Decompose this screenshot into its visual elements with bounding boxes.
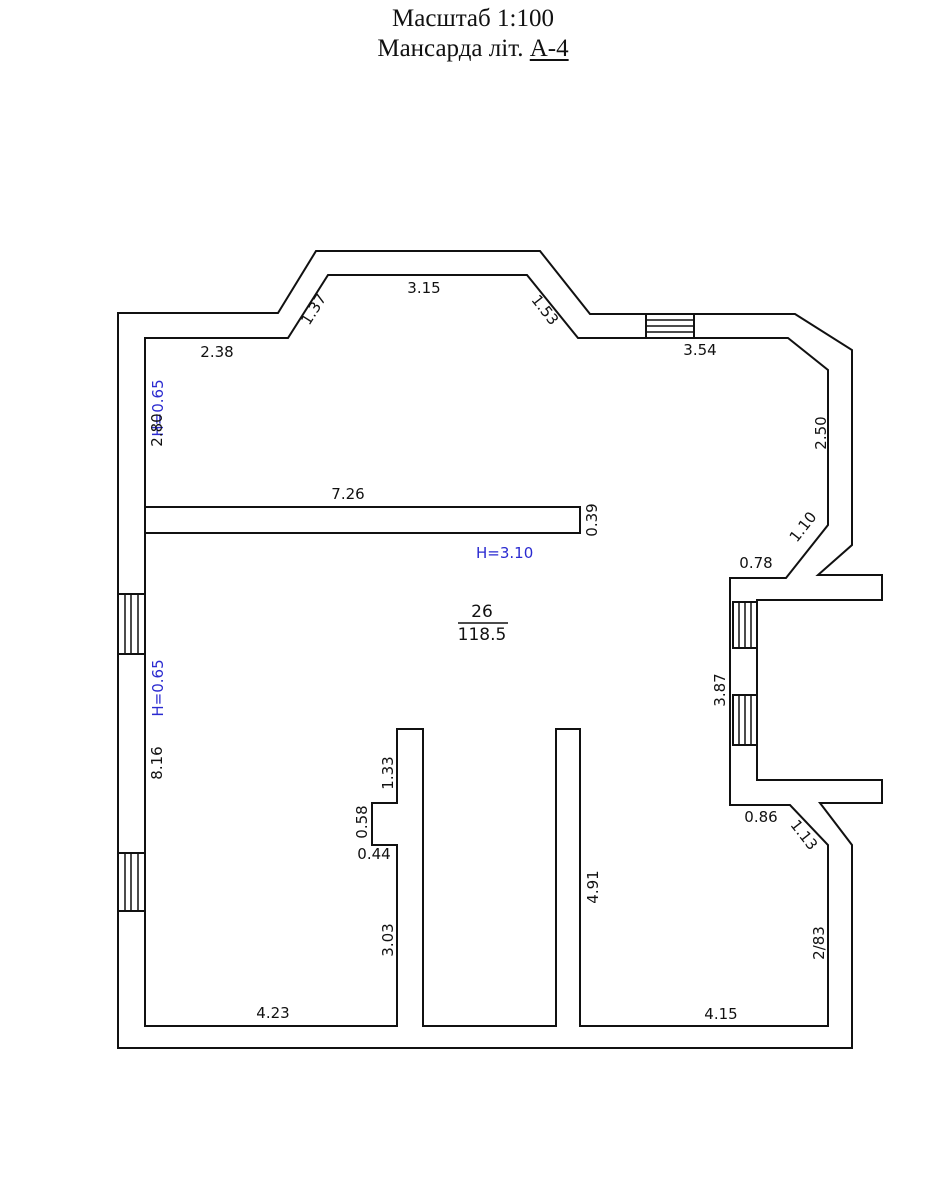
room-number: 26 [471, 602, 493, 622]
dim-pillar-lower: 3.03 [379, 923, 397, 956]
window-left-upper [117, 593, 146, 655]
dim-right-lower: 2/83 [810, 926, 828, 960]
floor-prefix: Мансарда літ. [377, 35, 524, 62]
room-height: Н=3.10 [476, 544, 533, 562]
dim-partition-width: 0.39 [583, 503, 601, 536]
dim-top-right: 3.54 [683, 341, 716, 359]
dim-diag-left: 1.37 [297, 290, 330, 328]
dim-bottom-left: 4.23 [256, 1004, 289, 1022]
window-bay-upper [732, 601, 758, 649]
floor-code: А-4 [529, 35, 569, 62]
window-bay-lower [732, 694, 758, 746]
dim-left-lower: 8.16 [148, 746, 166, 779]
dim-diag-right: 1.53 [528, 291, 563, 328]
window-height-upper: Н=0.65 [149, 379, 167, 436]
scale-label: Масштаб 1:100 [392, 5, 554, 32]
dim-pillar-upper: 1.33 [379, 756, 397, 789]
dim-bay-depth: 3.87 [711, 673, 729, 706]
dim-right-pillar: 4.91 [584, 870, 602, 903]
dim-top-left: 2.38 [200, 343, 233, 361]
dim-bay-bottom: 0.86 [744, 808, 777, 826]
partition-wall [144, 506, 581, 534]
room-area: 118.5 [458, 625, 507, 645]
window-height-lower: Н=0.65 [149, 659, 167, 716]
dim-right-upper: 2.50 [812, 416, 830, 449]
outer-wall-outline [117, 250, 883, 1049]
floor-label: Мансарда літ. А-4 [0, 34, 946, 64]
dim-right-diag-lower: 1.13 [787, 816, 822, 853]
window-top [645, 313, 695, 339]
dim-partition-length: 7.26 [331, 485, 364, 503]
window-left-lower [117, 852, 146, 912]
dim-bottom-right: 4.15 [704, 1005, 737, 1023]
dim-notch-depth: 0.44 [357, 845, 390, 863]
dim-notch-height: 0.58 [353, 805, 371, 838]
dim-top-center: 3.15 [407, 279, 440, 297]
drawing-header: Масштаб 1:100 Мансарда літ. А-4 [0, 4, 946, 64]
inner-wall-outline [144, 274, 829, 1027]
dim-left-upper: 2.80 [148, 413, 166, 446]
dim-bay-top: 0.78 [739, 554, 772, 572]
